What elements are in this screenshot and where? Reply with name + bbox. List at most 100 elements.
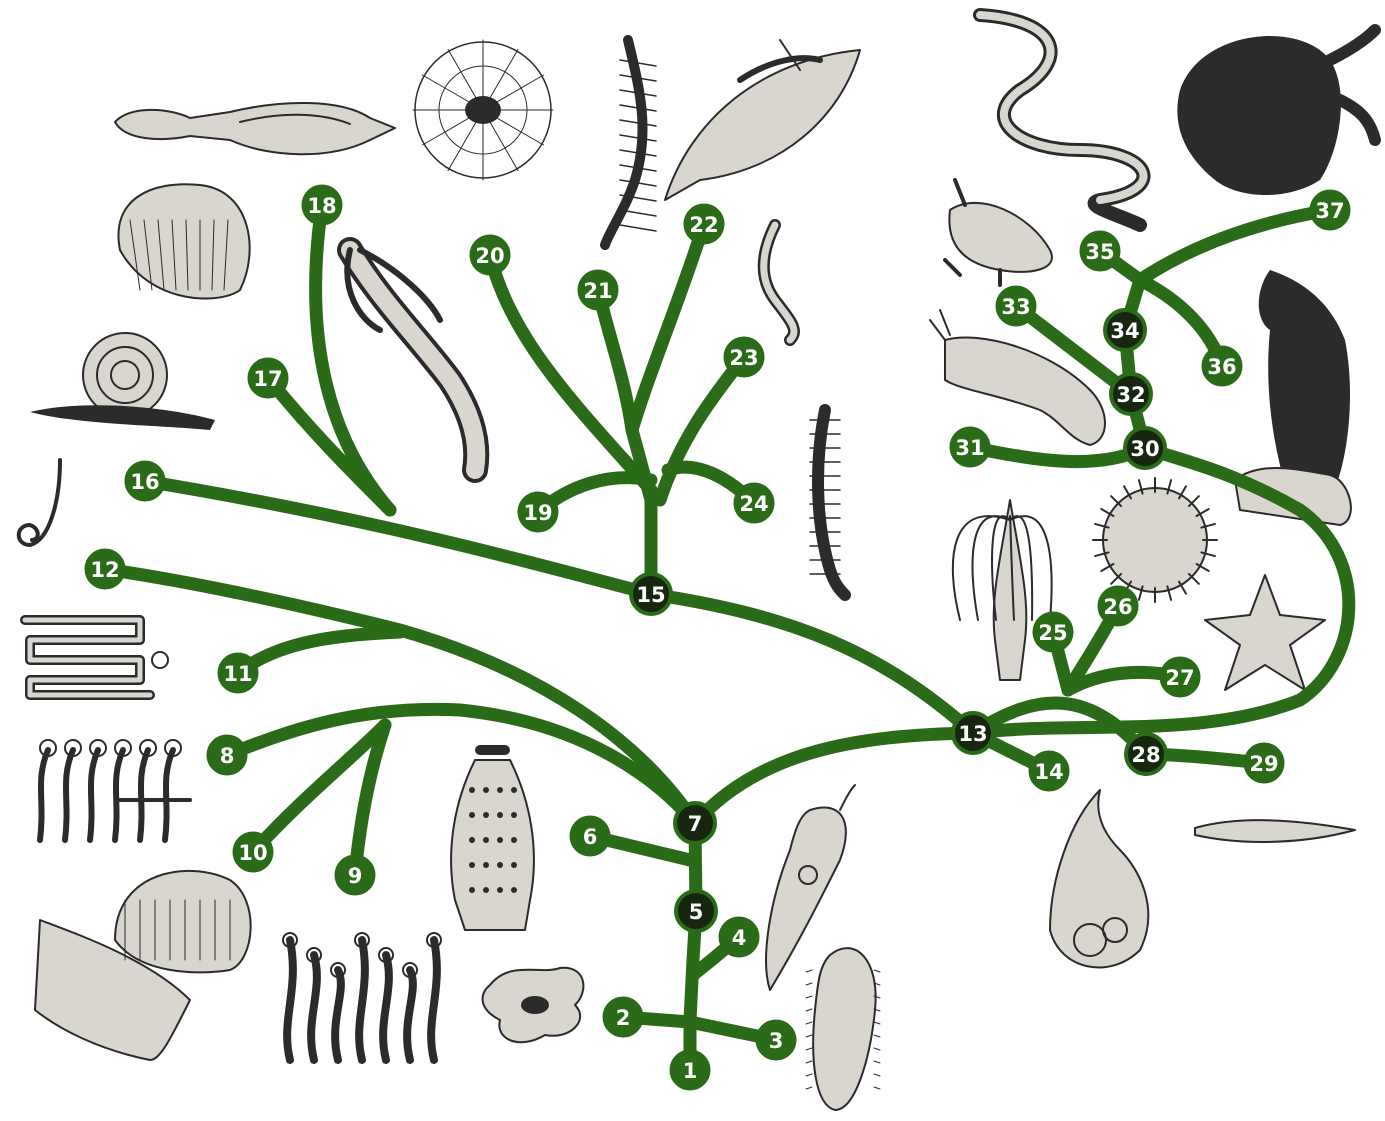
grasshopper-icon	[665, 40, 860, 200]
tree-node-11: 11	[218, 653, 258, 693]
node-label: 24	[739, 492, 768, 516]
node-label: 19	[523, 501, 552, 525]
tree-node-4: 4	[719, 917, 759, 957]
branch-13-15	[651, 594, 973, 733]
tree-node-16: 16	[125, 461, 165, 501]
tree-node-36: 36	[1202, 346, 1242, 386]
tree-node-26: 26	[1098, 586, 1138, 626]
tree-node-8: 8	[207, 735, 247, 775]
centipede-icon	[605, 40, 656, 245]
sea-urchin-icon	[1093, 478, 1217, 602]
tree-node-22: 22	[684, 204, 724, 244]
tree-node-35: 35	[1080, 231, 1120, 271]
node-label: 13	[958, 722, 987, 746]
branch-37	[1140, 210, 1330, 280]
catfish-icon	[930, 310, 1105, 445]
tapeworm-icon	[25, 620, 168, 695]
trunk-1-5	[690, 911, 696, 1070]
branch-11	[238, 632, 400, 673]
lancelet-icon	[1195, 820, 1355, 842]
node-label: 1	[683, 1059, 698, 1083]
branch-21	[598, 290, 632, 430]
starfish-icon	[1205, 575, 1325, 690]
tree-node-17: 17	[248, 358, 288, 398]
node-label: 22	[689, 213, 718, 237]
tree-node-9: 9	[335, 855, 375, 895]
snake-icon	[980, 15, 1144, 225]
paramecium-icon	[806, 948, 880, 1110]
branch-31	[970, 447, 1145, 462]
sponge-colony-icon	[283, 933, 441, 1060]
tree-node-18: 18	[302, 185, 342, 225]
node-label: 34	[1110, 319, 1139, 343]
clam-icon	[118, 184, 249, 298]
node-label: 23	[729, 346, 758, 370]
squid-icon	[115, 103, 395, 154]
node-label: 31	[955, 436, 984, 460]
amoeba-icon	[483, 968, 584, 1042]
node-label: 4	[732, 926, 747, 950]
node-label: 36	[1207, 355, 1236, 379]
node-label: 8	[220, 744, 235, 768]
tunicate-icon	[1050, 790, 1148, 967]
node-label: 2	[616, 1006, 631, 1030]
branch-22	[632, 224, 704, 500]
node-label: 16	[130, 470, 159, 494]
node-label: 12	[90, 558, 119, 582]
nereis-worm-icon	[810, 410, 845, 595]
node-label: 33	[1001, 295, 1030, 319]
tree-node-34: 34	[1105, 310, 1145, 350]
node-label: 32	[1116, 383, 1145, 407]
tree-node-6: 6	[570, 816, 610, 856]
tree-node-27: 27	[1160, 657, 1200, 697]
tree-node-1: 1	[670, 1050, 710, 1090]
tree-node-5: 5	[676, 891, 716, 931]
tree-node-14: 14	[1029, 751, 1069, 791]
node-label: 37	[1315, 199, 1344, 223]
hydroid-colony-icon	[40, 740, 190, 840]
tree-node-23: 23	[724, 337, 764, 377]
node-label: 7	[688, 812, 703, 836]
tree-node-31: 31	[950, 427, 990, 467]
node-label: 10	[238, 841, 267, 865]
node-label: 15	[636, 583, 665, 607]
branch-7-12	[105, 569, 695, 823]
gorilla-icon	[1177, 30, 1375, 195]
sea-cucumber-icon	[451, 750, 534, 930]
tree-node-28: 28	[1126, 734, 1166, 774]
tree-node-15: 15	[631, 574, 671, 614]
tree-node-30: 30	[1125, 428, 1165, 468]
tree-node-24: 24	[734, 483, 774, 523]
sea-lily-icon	[953, 500, 1052, 680]
node-label: 14	[1034, 760, 1063, 784]
node-label: 28	[1131, 743, 1160, 767]
tree-node-33: 33	[996, 286, 1036, 326]
branch-15-16	[145, 481, 651, 594]
node-label: 27	[1165, 666, 1194, 690]
node-label: 29	[1249, 752, 1278, 776]
jellyfish-icon	[35, 871, 251, 1060]
tree-node-37: 37	[1310, 190, 1350, 230]
node-label: 18	[307, 194, 336, 218]
node-label: 25	[1038, 621, 1067, 645]
snail-icon	[30, 333, 215, 430]
node-label: 9	[348, 864, 363, 888]
node-label: 17	[253, 367, 282, 391]
tree-node-20: 20	[470, 235, 510, 275]
roundworm-icon	[19, 460, 60, 545]
node-label: 30	[1130, 437, 1159, 461]
tree-node-7: 7	[675, 803, 715, 843]
tree-node-19: 19	[518, 492, 558, 532]
tree-node-25: 25	[1033, 612, 1073, 652]
node-label: 26	[1103, 595, 1132, 619]
node-label: 5	[689, 900, 704, 924]
node-label: 3	[769, 1029, 784, 1053]
node-label: 6	[583, 825, 598, 849]
node-label: 11	[223, 662, 252, 686]
node-label: 35	[1085, 240, 1114, 264]
tree-node-2: 2	[603, 997, 643, 1037]
tree-node-29: 29	[1244, 743, 1284, 783]
node-label: 21	[583, 279, 612, 303]
tree-node-13: 13	[953, 713, 993, 753]
